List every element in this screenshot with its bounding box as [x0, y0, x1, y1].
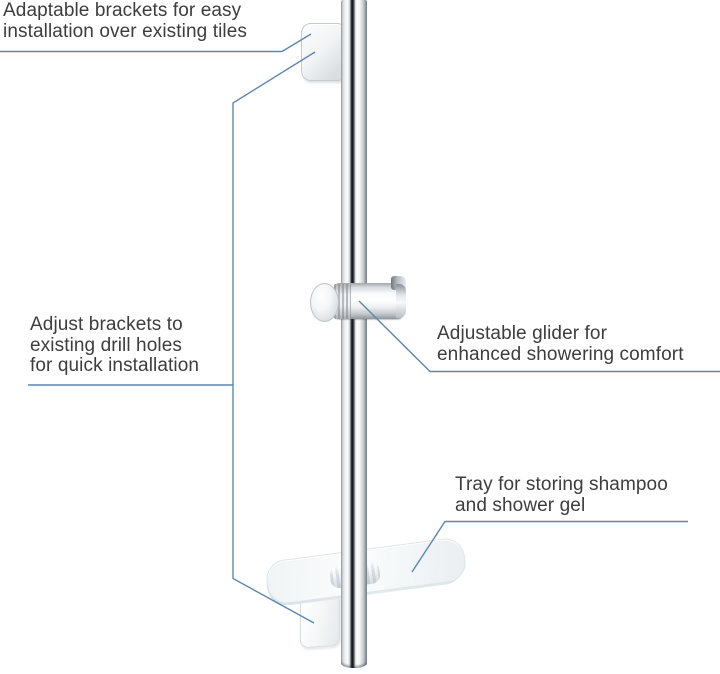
annotation-line: Tray for storing shampoo	[455, 474, 668, 495]
annotation-line: Adjust brackets to	[30, 314, 183, 335]
annotation-line: Adaptable brackets for easy	[3, 0, 242, 21]
annotation-line: enhanced showering comfort	[437, 343, 684, 365]
annotation-line: installation over existing tiles	[3, 20, 247, 42]
annotation-line: Adjustable glider for	[437, 323, 608, 344]
leader-brackets-adjust	[232, 51, 316, 624]
annotation-adjustable-glider: Adjustable glider for enhanced showering…	[437, 323, 684, 365]
glider-end-cap	[396, 284, 406, 318]
annotation-line: and shower gel	[455, 494, 586, 516]
annotation-line: for quick installation	[30, 355, 200, 376]
glider-knurled-ring	[334, 284, 351, 319]
annotation-adjust-brackets: Adjust brackets to existing drill holes …	[30, 314, 200, 377]
glider-knob	[310, 283, 339, 322]
annotation-line: existing drill holes	[30, 334, 182, 356]
shower-rail	[341, 0, 367, 668]
annotation-adaptable-brackets: Adaptable brackets for easy installation…	[3, 0, 247, 42]
annotation-tray: Tray for storing shampoo and shower gel	[455, 474, 668, 516]
